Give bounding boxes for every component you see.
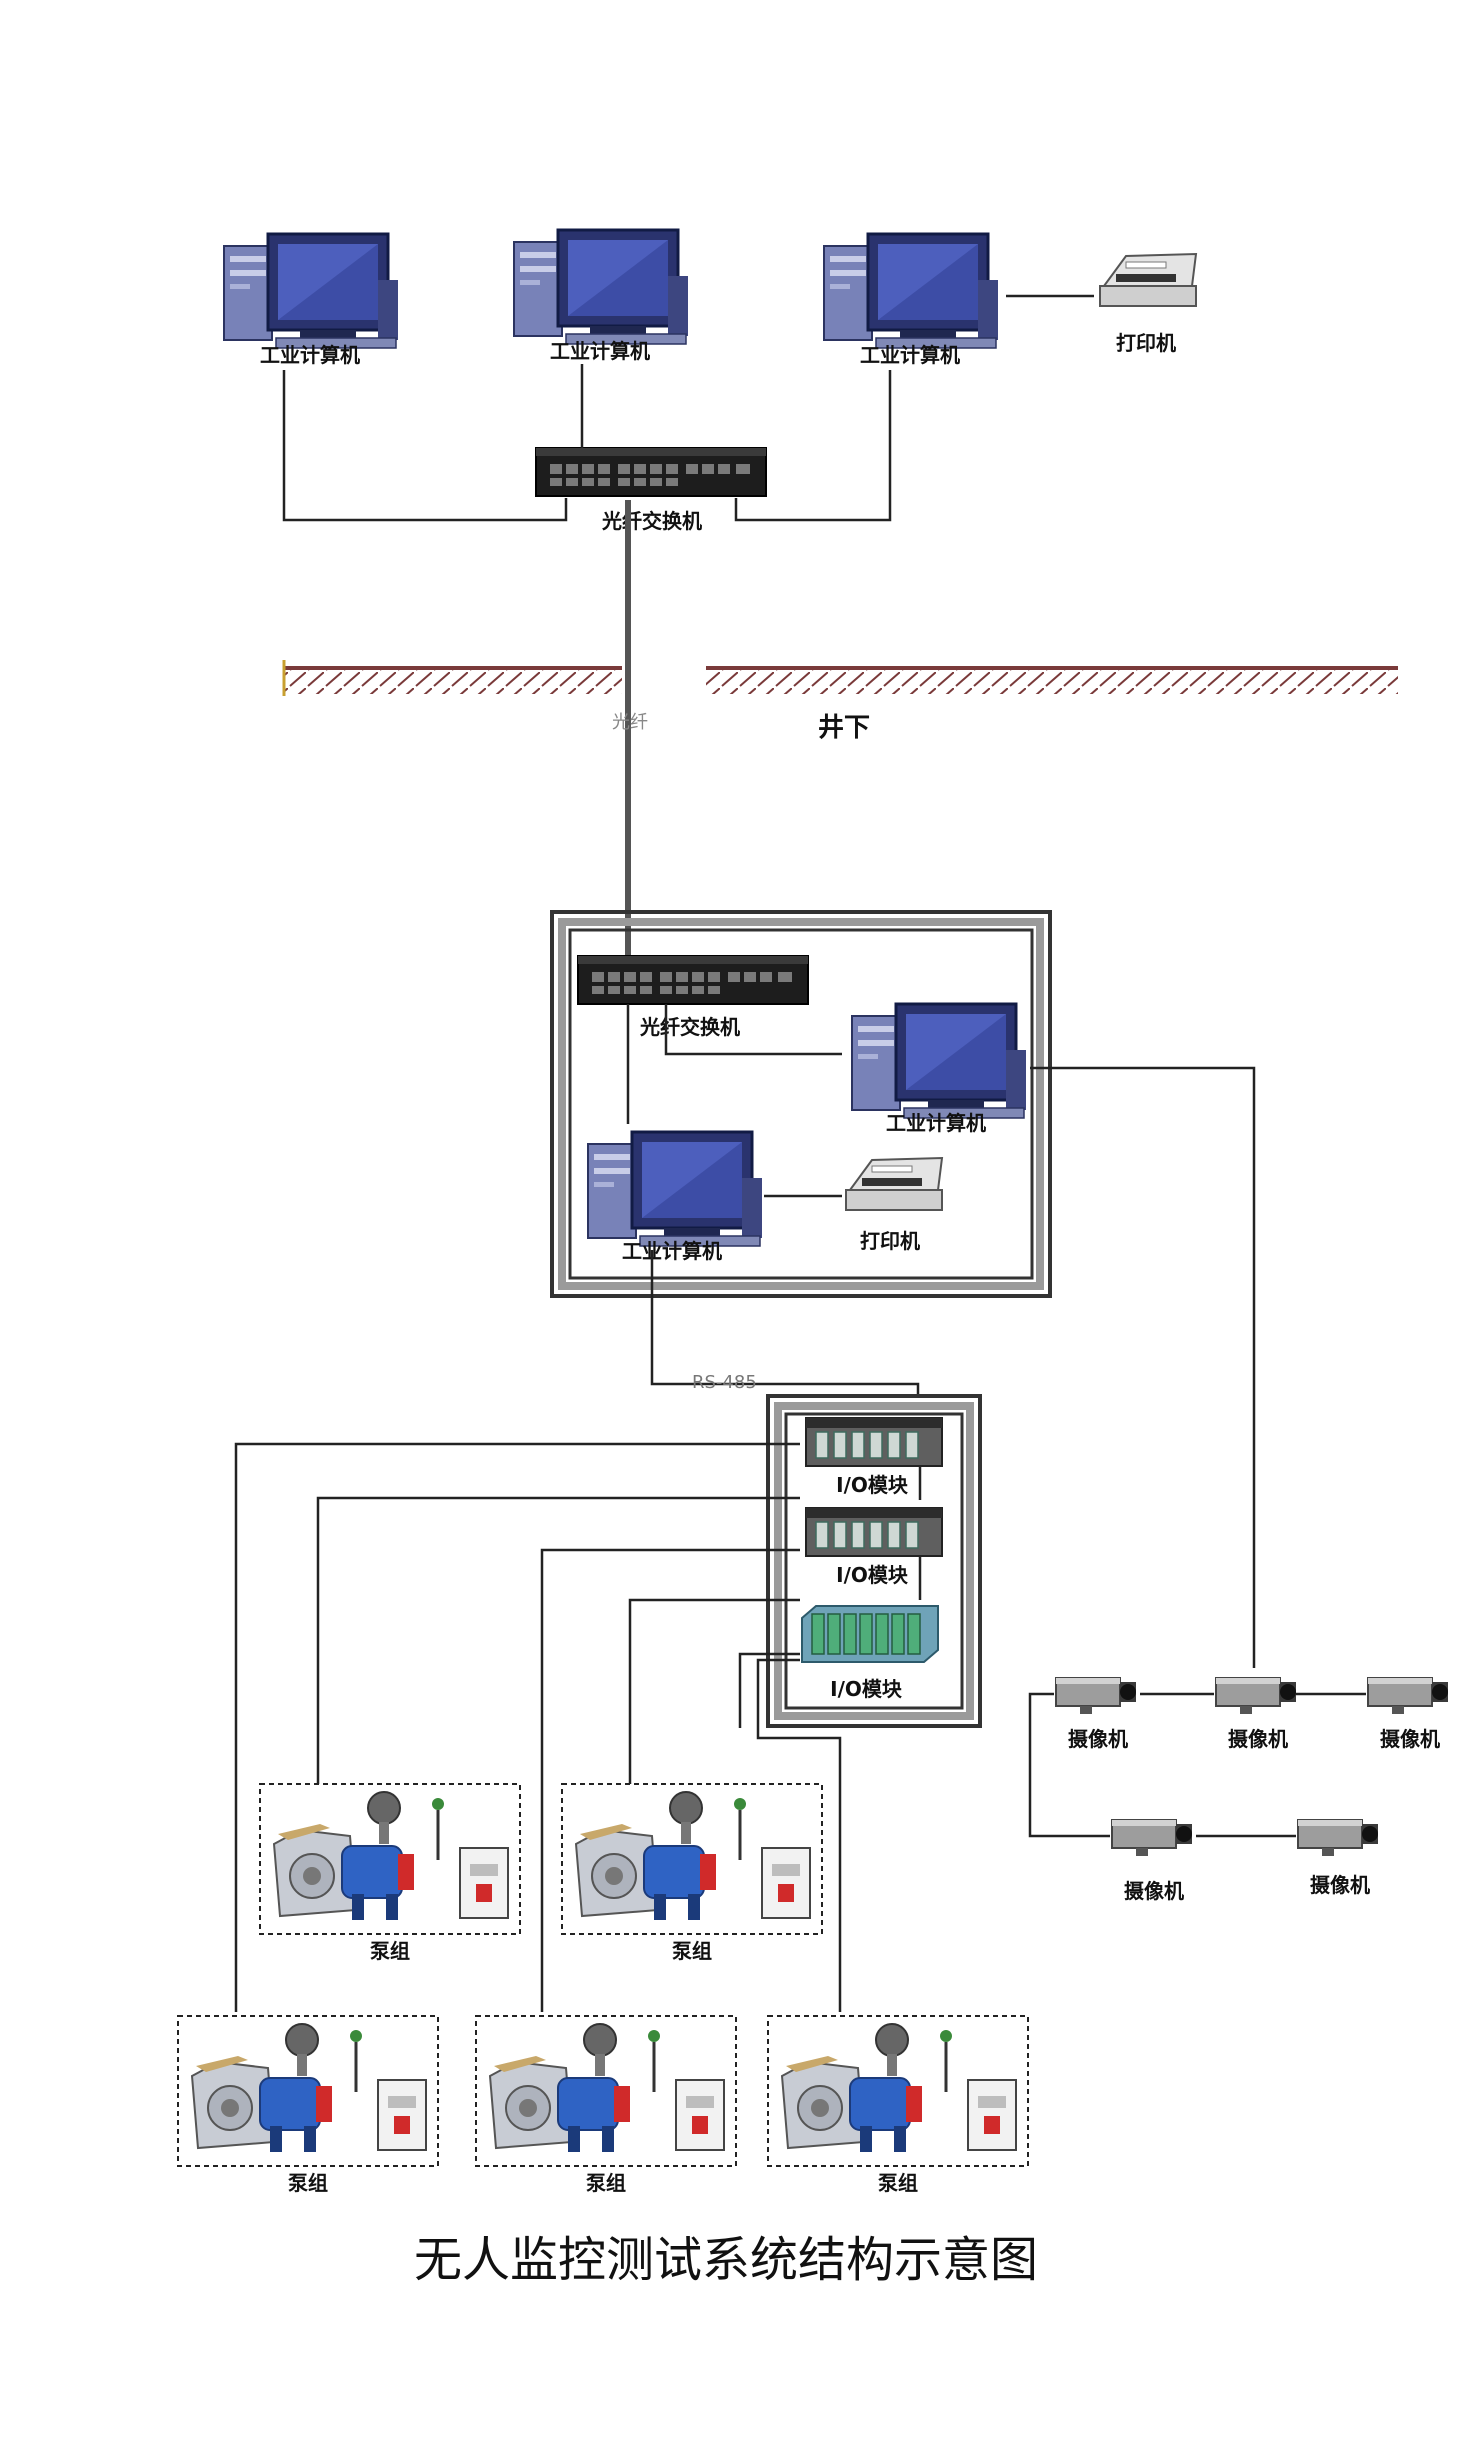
diagram-caption: 无人监控测试系统结构示意图 [414, 2232, 1038, 2288]
top-printer-label: 打印机 [1116, 331, 1176, 355]
pump-unit-4 [474, 2014, 738, 2168]
pump-unit-5-label: 泵组 [878, 2171, 918, 2195]
top-pc-3 [822, 232, 1000, 350]
pump-unit-4-label: 泵组 [586, 2171, 626, 2195]
top-fiber-switch [535, 447, 767, 497]
camera-4 [1111, 1819, 1193, 1857]
control-room-wires [626, 1004, 842, 1198]
io-module-1-label: I/O模块 [836, 1473, 909, 1497]
top-pc-2 [512, 228, 690, 346]
top-network-wires [282, 294, 1094, 522]
camera-wires [1028, 1692, 1366, 1838]
rs485-label: RS-485 [692, 1372, 757, 1393]
camera-2 [1215, 1677, 1297, 1715]
ground-boundary [282, 660, 1398, 696]
fiber-label: 光纤 [612, 712, 648, 733]
camera-3 [1367, 1677, 1449, 1715]
control-pc-1 [850, 1002, 1028, 1120]
io-module-3-label: I/O模块 [830, 1677, 903, 1701]
top-pc-1 [222, 232, 400, 350]
camera-5 [1297, 1819, 1379, 1857]
camera-4-label: 摄像机 [1124, 1879, 1184, 1903]
control-pc-2 [586, 1130, 764, 1248]
camera-3-label: 摄像机 [1380, 1727, 1440, 1751]
io-module-1 [805, 1417, 943, 1467]
pump-unit-5 [766, 2014, 1030, 2168]
top-printer [1099, 253, 1197, 307]
pump-wires [234, 1442, 842, 2012]
pump-unit-2-label: 泵组 [672, 1939, 712, 1963]
control-pc-1-label: 工业计算机 [886, 1111, 986, 1135]
io-module-3 [801, 1605, 939, 1663]
pump-unit-2 [560, 1782, 824, 1936]
control-printer-label: 打印机 [860, 1229, 920, 1253]
pump-unit-1-label: 泵组 [370, 1939, 410, 1963]
io-module-2 [805, 1507, 943, 1557]
top-pc-3-label: 工业计算机 [860, 343, 960, 367]
control-pc-2-label: 工业计算机 [622, 1239, 722, 1263]
camera-2-label: 摄像机 [1228, 1727, 1288, 1751]
io-module-2-label: I/O模块 [836, 1563, 909, 1587]
control-room-frame [550, 910, 1052, 1298]
top-pc-2-label: 工业计算机 [550, 339, 650, 363]
control-switch-label: 光纤交换机 [639, 1015, 740, 1039]
io-cabinet-frame [766, 1394, 982, 1728]
rs485-link [650, 1250, 920, 1398]
camera-trunk [1030, 1066, 1256, 1668]
top-switch-label: 光纤交换机 [601, 509, 702, 533]
control-printer [845, 1157, 943, 1211]
camera-1 [1055, 1677, 1137, 1715]
pump-unit-3 [176, 2014, 440, 2168]
camera-1-label: 摄像机 [1068, 1727, 1128, 1751]
surface-label: 井下 [818, 713, 870, 743]
pump-unit-3-label: 泵组 [288, 2171, 328, 2195]
pump-unit-1 [258, 1782, 522, 1936]
top-pc-1-label: 工业计算机 [260, 343, 360, 367]
camera-5-label: 摄像机 [1310, 1873, 1370, 1897]
control-fiber-switch [577, 955, 809, 1005]
